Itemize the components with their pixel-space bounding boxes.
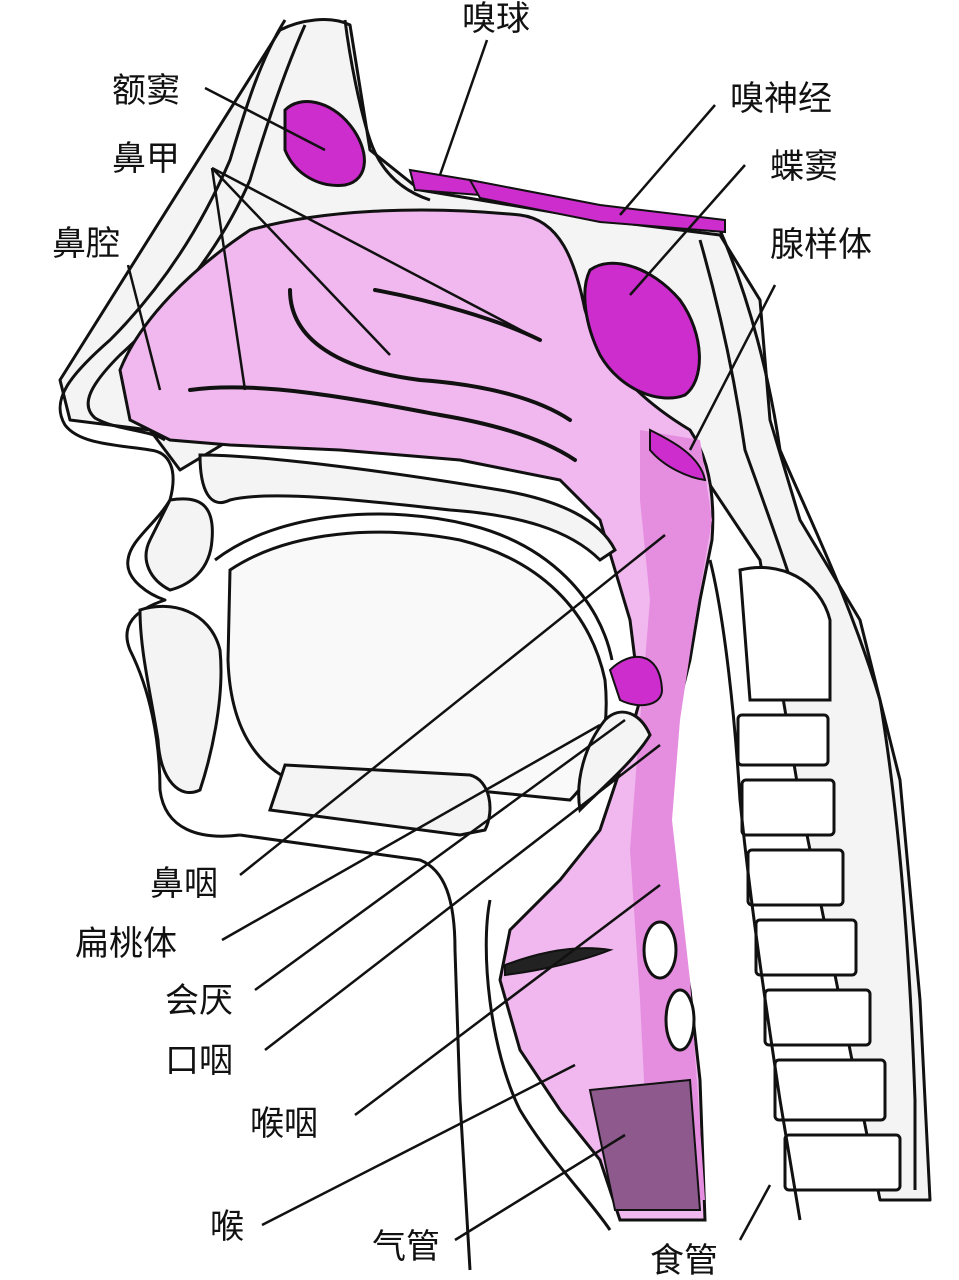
- cervical-vertebrae: [736, 565, 902, 1192]
- leader-lines: [126, 39, 777, 1242]
- leader-concha-c: [211, 166, 531, 337]
- label-frontal-sinus: 额窦: [112, 71, 180, 111]
- label-adenoid: 腺样体: [770, 225, 872, 265]
- hard-palate: [198, 453, 617, 562]
- olfactory-bulb: [408, 168, 482, 197]
- leader-nasal-cavity: [126, 264, 162, 391]
- inferior-concha: [188, 385, 577, 462]
- label-olfactory-nerve: 嗅神经: [730, 79, 832, 119]
- leader-adenoid: [688, 284, 777, 451]
- neck-front-line-2: [484, 899, 612, 1231]
- leader-sphenoid-sinus: [629, 164, 746, 296]
- label-esophagus: 食管: [650, 1241, 718, 1280]
- cricoid-cartilage: [664, 988, 696, 1052]
- back-neck-line: [718, 229, 917, 1190]
- label-laryngopharynx: 喉咽: [250, 1104, 318, 1144]
- vertebra-7: [773, 1058, 887, 1122]
- leader-concha-a: [210, 167, 247, 391]
- spinal-canal-line: [708, 559, 802, 1221]
- lower-lip: [138, 604, 223, 794]
- vertebra-4: [746, 848, 845, 907]
- leader-esophagus: [738, 1184, 772, 1241]
- olfactory-nerve: [468, 178, 726, 234]
- label-epiglottis: 会厌: [165, 981, 233, 1021]
- labels: 嗅球 额窦 嗅神经 鼻甲 蝶窦 鼻腔 腺样体 鼻咽 扁桃体 会厌 口咽 喉咽 喉…: [52, 0, 872, 1280]
- frontal-sinus: [283, 100, 366, 187]
- vertebra-6: [763, 988, 872, 1047]
- epiglottis: [577, 710, 652, 814]
- leader-oropharynx: [264, 744, 661, 1051]
- tonsil: [608, 655, 664, 707]
- leader-concha-b: [211, 167, 391, 356]
- forehead-nose-profile: [58, 19, 287, 838]
- upper-lip: [144, 497, 214, 592]
- label-oropharynx: 口咽: [165, 1041, 233, 1081]
- label-nasal-concha: 鼻甲: [112, 139, 180, 179]
- leader-larynx: [261, 1063, 576, 1227]
- adenoid: [649, 428, 707, 482]
- vertebra-8: [783, 1133, 902, 1192]
- vertebra-1: [738, 565, 832, 702]
- label-nasal-cavity: 鼻腔: [52, 224, 120, 264]
- neck-front-line: [239, 833, 472, 1271]
- leader-olfactory-bulb: [438, 39, 489, 176]
- leader-frontal-sinus: [204, 86, 326, 152]
- leader-tonsil: [221, 723, 601, 942]
- label-nasopharynx: 鼻咽: [150, 864, 218, 904]
- leader-trachea: [454, 1133, 626, 1242]
- thyroid-cartilage: [642, 920, 678, 980]
- leader-epiglottis: [254, 718, 626, 992]
- frontal-bone-contour: [343, 19, 431, 202]
- label-sphenoid-sinus: 蝶窦: [770, 147, 838, 187]
- leader-nasopharynx: [239, 534, 666, 876]
- label-olfactory-bulb: 嗅球: [462, 0, 530, 39]
- label-trachea: 气管: [372, 1227, 440, 1267]
- label-tonsil: 扁桃体: [75, 924, 177, 964]
- vertebra-5: [754, 918, 858, 977]
- trachea-lumen: [588, 1078, 702, 1211]
- vertebra-3: [740, 778, 836, 837]
- palate-arch-line: [214, 512, 614, 661]
- label-larynx: 喉: [210, 1207, 244, 1247]
- oral-cavity-tongue: [226, 530, 608, 802]
- middle-concha: [288, 288, 572, 422]
- vertebra-2: [736, 713, 830, 767]
- leader-olfactory-nerve: [619, 104, 716, 216]
- leader-laryngopharynx: [354, 884, 661, 1116]
